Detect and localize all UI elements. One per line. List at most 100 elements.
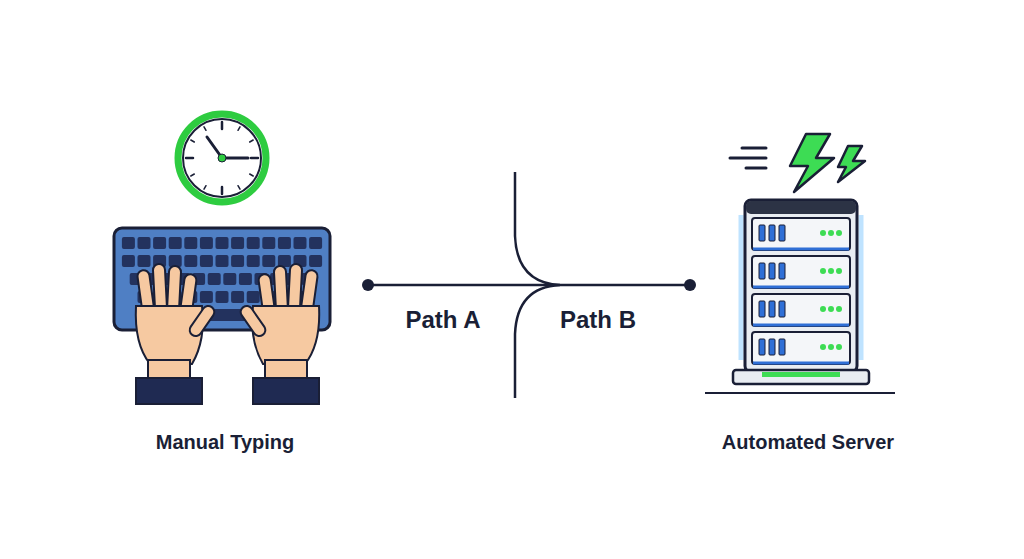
status-light [828,344,834,350]
keyboard-key [309,255,322,267]
status-light [836,306,842,312]
drive-slot [769,225,775,241]
keyboard-key [231,255,244,267]
keyboard-key [278,237,291,249]
server-glow [859,215,864,360]
server-unit-stripe [753,324,849,327]
hand-icon [136,264,217,404]
server-unit [752,294,850,326]
server-glow [739,215,744,360]
status-light [828,306,834,312]
drive-slot [759,301,765,317]
keyboard-key [262,255,275,267]
keyboard-key [184,255,197,267]
thumb [187,304,216,339]
clock-tick [251,157,258,160]
keyboard-key [208,273,221,285]
keyboard-key [294,237,307,249]
server-unit-stripe [753,286,849,289]
keyboard-key [216,237,229,249]
drive-slot [769,263,775,279]
clock-tick [191,140,194,142]
path-label: Path B [518,306,678,334]
status-light [836,230,842,236]
server-unit-stripe [753,362,849,365]
connector [362,279,696,291]
clock-tick [204,186,206,189]
clock-tick [250,174,253,176]
clock-face [183,119,261,197]
connector-end-dot [684,279,696,291]
clock-tick [186,157,193,160]
drive-slot [779,301,785,317]
status-light [828,230,834,236]
ground-line [705,392,895,394]
path-label: Path A [363,306,523,334]
server-icon [705,200,895,393]
server-base-stripe [762,372,840,377]
clock-rim [178,114,266,202]
server-units [752,218,850,364]
keyboard-key [138,237,151,249]
keyboard-key [184,237,197,249]
status-light [836,268,842,274]
keyboard-key [262,237,275,249]
drive-slot [779,263,785,279]
keyboard-key [239,273,252,285]
keyboard-key [200,255,213,267]
status-light [820,230,826,236]
node-caption: Manual Typing [110,430,340,454]
clock-tick [204,127,206,130]
keyboard-key [122,237,135,249]
status-light [836,344,842,350]
keyboard-key [247,291,260,303]
keyboard-key [247,237,260,249]
status-light [828,268,834,274]
drive-slot [769,339,775,355]
keyboard-key [247,255,260,267]
clock-icon [178,114,266,202]
speed-lines [730,148,766,168]
drive-slot [759,339,765,355]
lightning-bolt [838,146,865,182]
status-light [820,268,826,274]
keyboard-key [231,237,244,249]
keyboard-key [200,291,213,303]
drive-slot [759,263,765,279]
keyboard-key [153,237,166,249]
server-unit [752,218,850,250]
merge-curve [515,172,560,398]
keyboard-key [231,291,244,303]
clock-center [218,154,226,162]
illustration-node: Manual Typing [110,110,368,460]
drive-slot [769,301,775,317]
connector-end-dot [362,279,374,291]
drive-slot [779,339,785,355]
keyboard-key [216,255,229,267]
drive-slot [779,225,785,241]
hand-icon [238,264,319,404]
server-body [745,200,857,372]
keyboard-key [216,291,229,303]
sleeve-cuff [136,378,202,404]
illustration-node: Automated Server [690,130,926,440]
clock-tick [238,186,240,189]
speed-line [746,167,766,170]
clock-tick [191,174,194,176]
clock-tick [250,140,253,142]
keyboard-key [200,237,213,249]
server-cap [746,201,856,214]
clock-tick [221,122,224,129]
keyboard-key [122,255,135,267]
keyboard-key [309,237,322,249]
connector-line [368,284,690,287]
clock-tick [221,187,224,194]
server-base [733,370,869,384]
speed-line [742,147,766,150]
clock-ticks [186,122,258,194]
keyboard-key [223,273,236,285]
speed-line [730,157,766,160]
